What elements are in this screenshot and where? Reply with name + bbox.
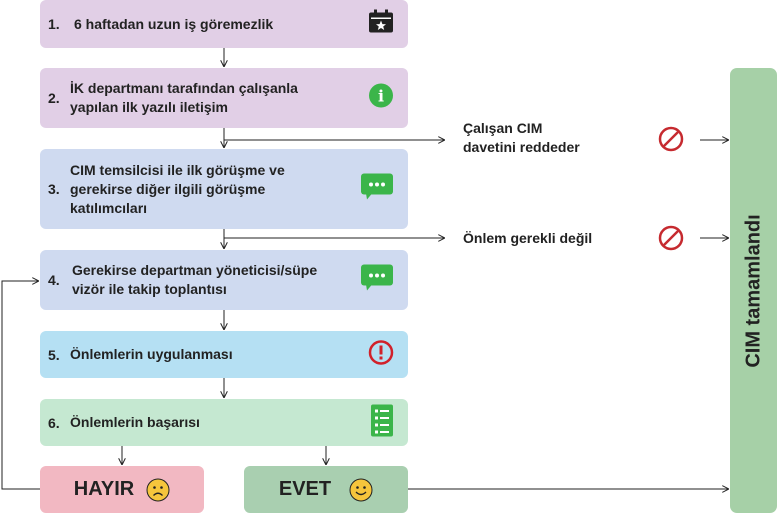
step-3-text: CIM temsilcisi ile ilk görüşme ve gereki… bbox=[70, 161, 285, 216]
step-4-text: Gerekirse departman yöneticisi/süpe vizö… bbox=[72, 262, 318, 297]
cim-completed-box: CIM tamamlandı bbox=[730, 68, 777, 513]
calendar-star-icon bbox=[368, 9, 394, 39]
step-4-box: 4. Gerekirse departman yöneticisi/süpe v… bbox=[40, 250, 408, 310]
step-1-number: 1. bbox=[48, 16, 60, 32]
step-6-text: Önlemlerin başarısı bbox=[70, 414, 200, 430]
yes-label: EVET bbox=[278, 478, 332, 500]
step-4-number: 4. bbox=[48, 272, 60, 288]
step-5-number: 5. bbox=[48, 346, 60, 363]
step-5-box: 5. Önlemlerin uygulanması bbox=[40, 331, 408, 378]
step-6-box: 6. Önlemlerin başarısı bbox=[40, 399, 408, 446]
step-6-number: 6. bbox=[48, 414, 60, 431]
step-1-box: 1. 6 haftadan uzun iş göremezlik bbox=[40, 0, 408, 48]
info-icon: i bbox=[368, 83, 394, 114]
yes-box: EVET bbox=[244, 466, 408, 513]
arrow-no-loop bbox=[1, 281, 40, 490]
step-3-number: 3. bbox=[48, 181, 60, 197]
not-needed-outcome-text: Önlem gerekli değil bbox=[463, 230, 593, 246]
refuse-outcome-text: Çalışan CIM davetini reddeder bbox=[463, 120, 580, 155]
exclamation-icon bbox=[368, 339, 394, 370]
step-2-text: İK departmanı tarafından çalışanla yapıl… bbox=[70, 80, 298, 115]
step-1-text: 6 haftadan uzun iş göremezlik bbox=[74, 15, 274, 32]
svg-text:i: i bbox=[378, 87, 384, 106]
prohibited-icon bbox=[658, 126, 684, 157]
sad-face-icon bbox=[146, 478, 170, 502]
cim-completed-label: CIM tamamlandı bbox=[742, 213, 764, 368]
prohibited-icon bbox=[658, 225, 684, 256]
checklist-icon bbox=[370, 403, 394, 442]
step-5-text: Önlemlerin uygulanması bbox=[70, 346, 233, 362]
step-3-box: 3. CIM temsilcisi ile ilk görüşme ve ger… bbox=[40, 149, 408, 229]
chat-bubble-icon bbox=[360, 264, 394, 297]
step-2-box: 2. İK departmanı tarafından çalışanla ya… bbox=[40, 68, 408, 128]
no-label: HAYIR bbox=[73, 478, 135, 500]
no-box: HAYIR bbox=[40, 466, 204, 513]
smiley-face-icon bbox=[349, 478, 373, 502]
step-2-number: 2. bbox=[48, 90, 60, 106]
chat-bubble-icon bbox=[360, 173, 394, 206]
